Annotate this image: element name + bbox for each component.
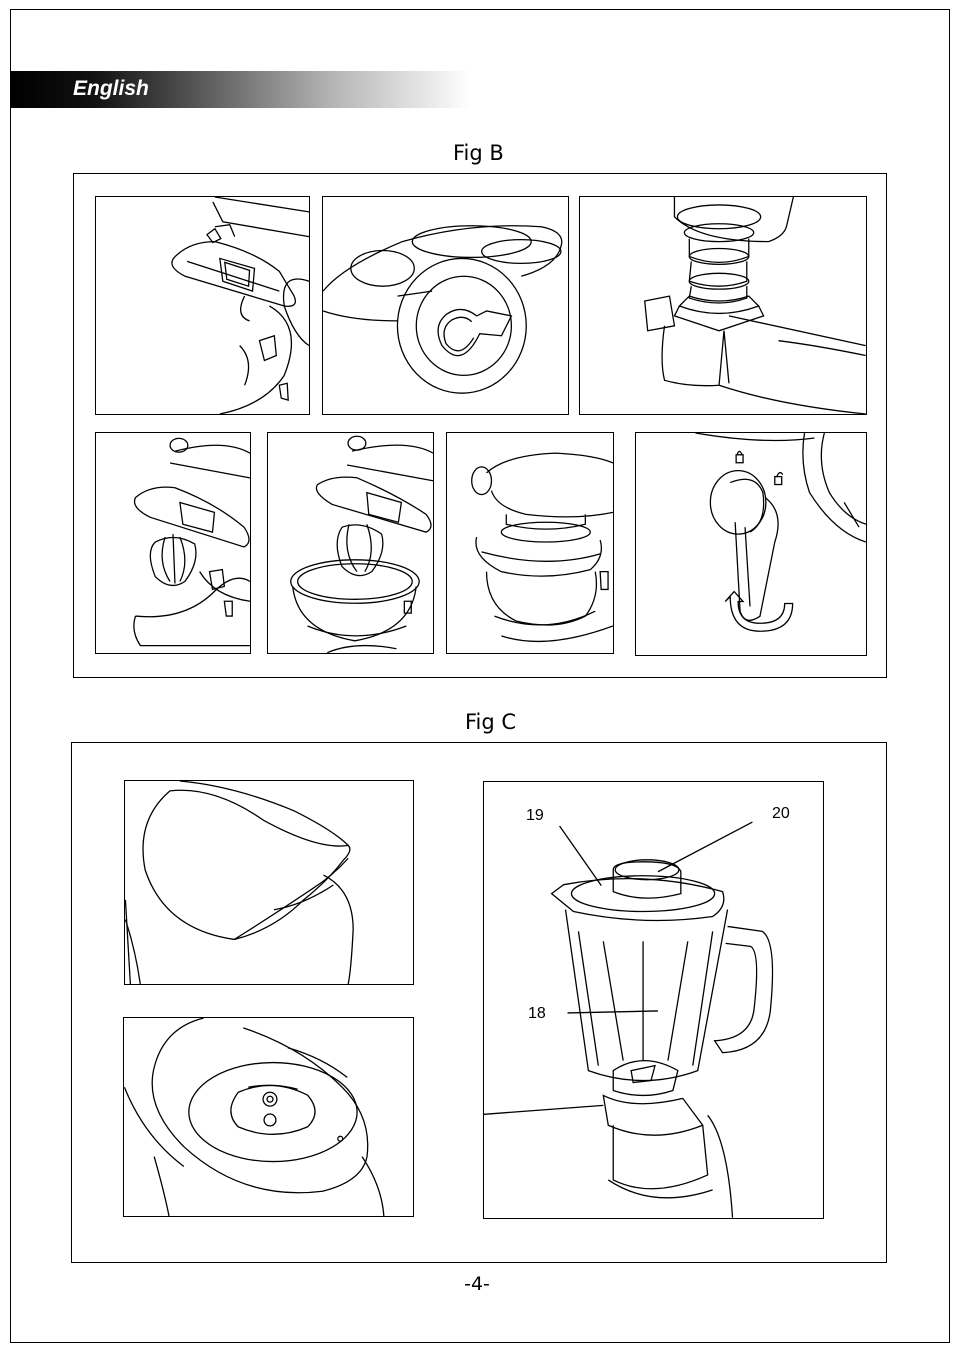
fig-b-panel-2 [322,196,569,415]
lock-lever-icon [636,433,866,655]
fig-b-panel-6 [446,432,614,654]
fig-b-panel-7 [635,432,867,656]
callout-20-cap: 20 [772,805,790,823]
fig-c-panel-1 [124,780,414,985]
socket-cover-icon [125,781,413,984]
fig-b-panel-5 [267,432,434,654]
mixer-with-bowl-icon [268,433,433,653]
fig-b-panel-1 [95,196,310,415]
mixer-whisk-lowered-icon [96,433,250,653]
coupling-shaft-icon [580,197,866,414]
mixer-head-attachment-icon [96,197,309,414]
language-label: English [73,77,149,101]
blender-jug-icon [484,782,823,1218]
fig-b-title: Fig B [453,141,504,165]
fig-c-title: Fig C [465,710,516,734]
fig-b-panel-4 [95,432,251,654]
callout-18-jug: 18 [528,1005,546,1023]
mixer-head-closed-icon [447,433,613,653]
language-header-bar: English [11,71,471,108]
fig-c-panel-3 [483,781,824,1219]
page-number: -4- [0,1273,954,1295]
fig-c-panel-2 [123,1017,414,1217]
attachment-socket-icon [323,197,568,414]
fig-b-panel-3 [579,196,867,415]
callout-19-lid: 19 [526,807,544,825]
blender-drive-socket-icon [124,1018,413,1216]
